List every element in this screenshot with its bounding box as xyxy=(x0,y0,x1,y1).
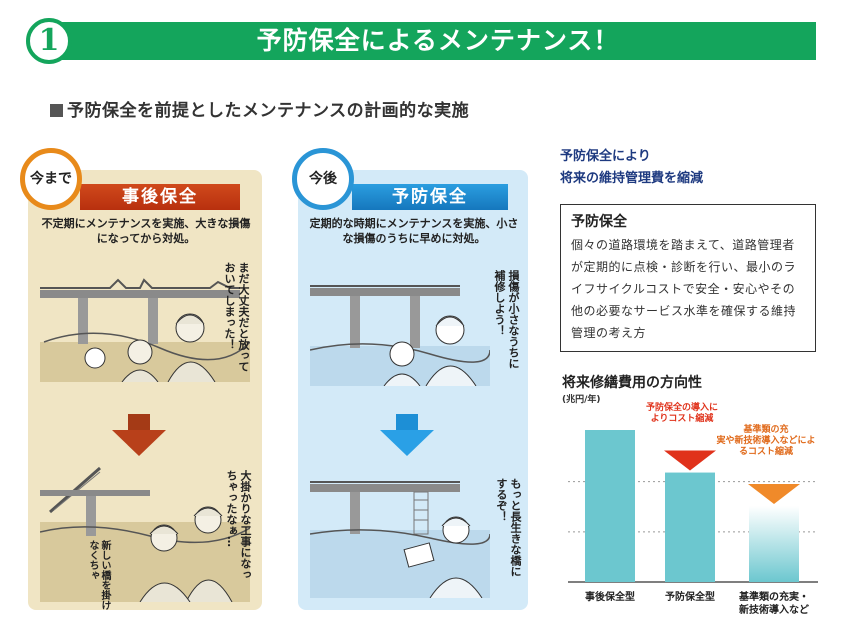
now-tag: 今まで xyxy=(20,148,82,210)
cost-chart: 予防保全の導入によりコスト縮減基準類の充実や新技術導入などによるコスト縮減事後保… xyxy=(568,401,818,616)
chart-annotation-1: 予防保全の導入によりコスト縮減 xyxy=(646,401,718,424)
banner-title: 予防保全によるメンテナンス！ xyxy=(256,26,620,55)
post-maintenance-description: 不定期にメンテナンスを実施、大きな損傷になってから対処。 xyxy=(41,217,251,245)
section-banner: 予防保全によるメンテナンス！ 1 xyxy=(26,18,816,64)
definition-term: 予防保全 xyxy=(571,214,627,230)
left-down-arrow-icon xyxy=(112,414,166,456)
lead-text: 予防保全により 将来の維持管理費を縮減 xyxy=(560,146,703,190)
definition-body: 個々の道路環境を踏まえて、道路管理者が定期的に点検・診断を行い、最小のライフサイ… xyxy=(571,238,797,340)
preventive-maintenance-description: 定期的な時期にメンテナンスを実施、小さな損傷のうちに早めに対処。 xyxy=(309,217,519,245)
preventive-maintenance-ribbon: 予防保全 xyxy=(352,184,508,210)
damaged-bridge-illustration xyxy=(40,278,250,382)
cost-reduction-arrow-icon-1 xyxy=(664,450,716,471)
chart-category-label-2: 予防保全型 xyxy=(665,590,715,603)
chart-unit: (兆円/年) xyxy=(562,395,601,405)
left-bubble-2: 大掛かりな工事になっちゃったなぁ… xyxy=(225,470,252,580)
section-number: 1 xyxy=(26,18,72,64)
chart-title: 将来修繕費用の方向性 xyxy=(562,375,702,391)
chart-bar-2 xyxy=(665,472,715,582)
inspection-bridge-illustration xyxy=(310,285,490,386)
post-maintenance-ribbon: 事後保全 xyxy=(80,184,240,210)
definition-box: 予防保全 個々の道路環境を踏まえて、道路管理者が定期的に点検・診断を行い、最小の… xyxy=(560,204,816,352)
right-bubble-2: もっと長生きな橋にするぞ！ xyxy=(495,478,522,577)
chart-annotation-2: 基準類の充実や新技術導入などによるコスト縮減 xyxy=(716,423,815,457)
long-life-bridge-illustration xyxy=(310,481,490,598)
right-down-arrow-icon xyxy=(380,414,434,456)
subheading-text: 予防保全を前提としたメンテナンスの計画的な実施 xyxy=(67,101,470,121)
subheading: 予防保全を前提としたメンテナンスの計画的な実施 xyxy=(50,96,469,121)
cost-reduction-arrow-icon-2 xyxy=(748,484,800,504)
right-bubble-1: 損傷が小さなうちに補修しよう！ xyxy=(493,270,520,369)
chart-category-label-1: 事後保全型 xyxy=(585,590,635,603)
chart-category-label-3: 基準類の充実・新技術導入など xyxy=(738,590,809,616)
chart-bar-1 xyxy=(585,430,635,582)
left-bubble-3: 新しい橋を掛けなくちゃ xyxy=(87,540,110,610)
lead-line-1: 予防保全により xyxy=(560,149,651,164)
construction-illustration xyxy=(40,466,250,602)
banner-bar: 予防保全によるメンテナンス！ xyxy=(60,22,816,60)
chart-bar-3 xyxy=(749,506,799,582)
lead-line-2: 将来の維持管理費を縮減 xyxy=(560,171,704,186)
future-tag: 今後 xyxy=(292,148,354,210)
square-bullet-icon xyxy=(50,104,63,117)
left-bubble-1: まだ大丈夫だと放っておいてしまった！ xyxy=(223,262,250,372)
